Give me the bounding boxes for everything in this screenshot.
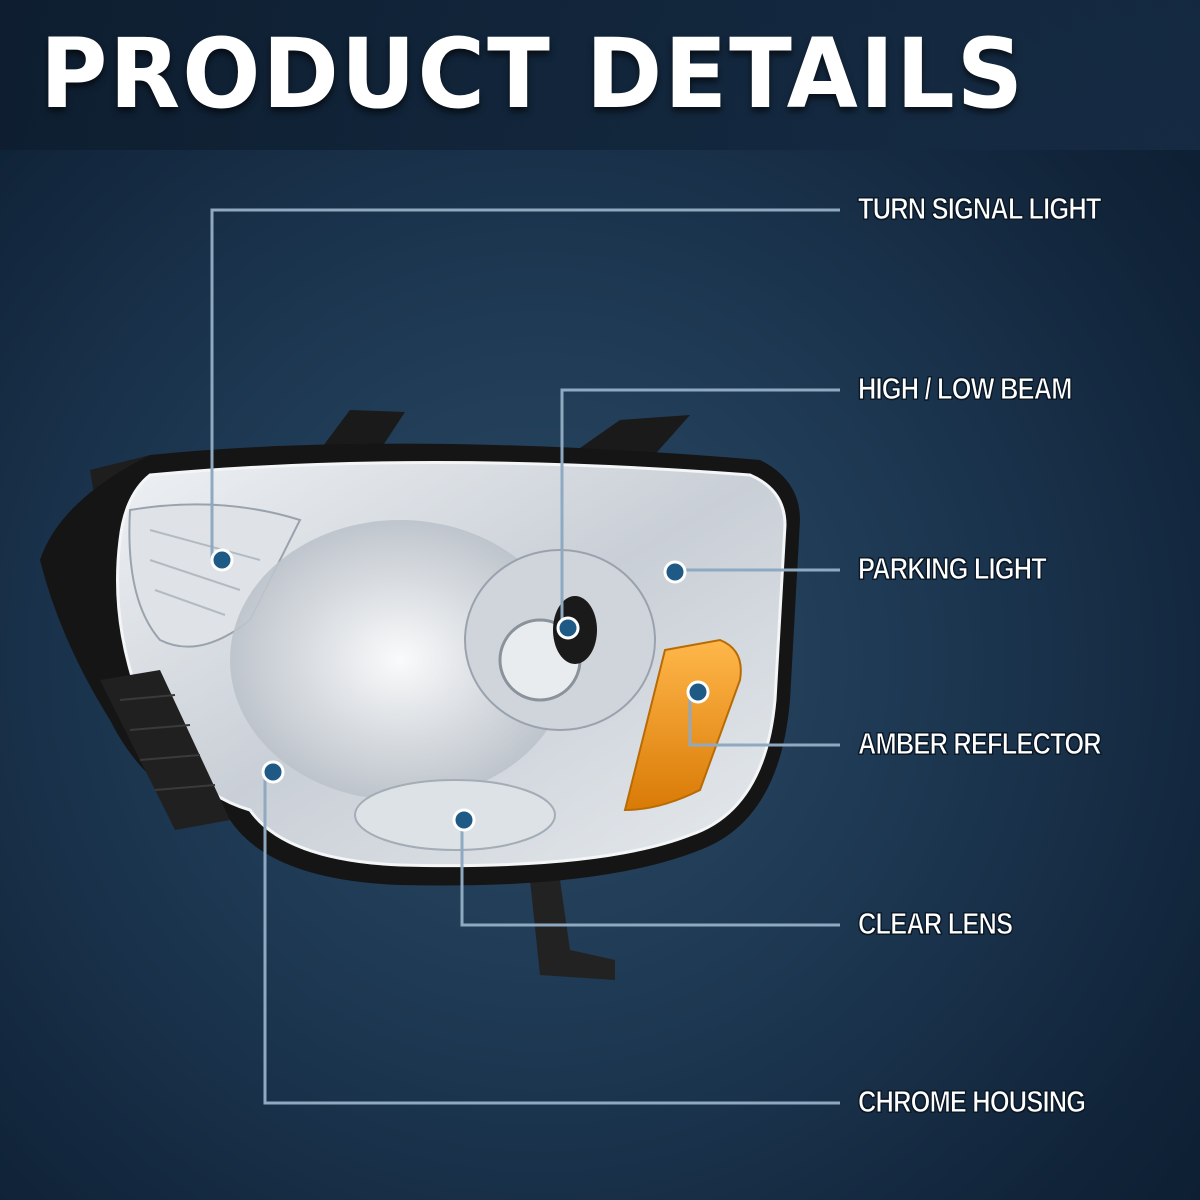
- title-band: [0, 0, 1200, 150]
- label-parking-light: PARKING LIGHT: [858, 551, 1048, 587]
- dot-turn-signal: [210, 548, 234, 572]
- page-title: PRODUCT DETAILS: [40, 18, 1025, 131]
- dot-parking: [663, 560, 687, 584]
- label-amber-reflector: AMBER REFLECTOR: [858, 726, 1102, 762]
- dot-amber: [686, 680, 710, 704]
- dot-chrome-housing: [261, 760, 285, 784]
- dot-high-low-beam: [556, 616, 580, 640]
- label-turn-signal-light: TURN SIGNAL LIGHT: [858, 191, 1102, 227]
- label-clear-lens: CLEAR LENS: [858, 906, 1014, 942]
- dot-clear-lens: [452, 808, 476, 832]
- label-chrome-housing: CHROME HOUSING: [858, 1084, 1087, 1120]
- label-high-low-beam: HIGH / LOW BEAM: [858, 371, 1073, 407]
- amber-reflector-shape: [623, 638, 742, 812]
- callout-dots: [210, 548, 710, 832]
